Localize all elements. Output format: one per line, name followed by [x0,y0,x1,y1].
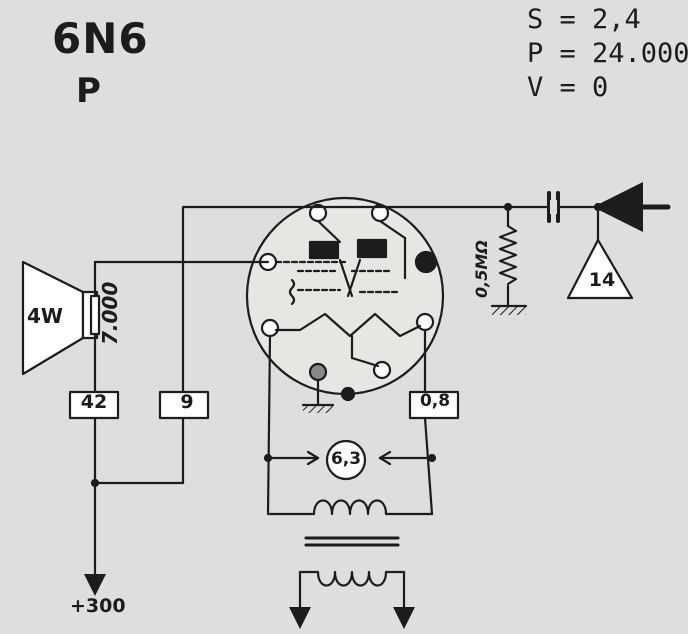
bias-box [408,390,460,420]
input-level-label: 14 [588,269,616,291]
grid-resistor-label: 0,5MΩ [472,240,491,298]
anode-wiring [181,205,670,485]
anode-current-box [68,390,120,420]
param-transconductance: S = 2,4 [527,4,641,35]
anode-plates [308,219,407,280]
tube-envelope [245,196,445,396]
coupling-capacitor [547,191,560,223]
tube-type-title: 6N6 [52,14,149,63]
heater-transformer [266,439,434,629]
cathodes [274,312,422,368]
anode-current-label: 42 [80,391,108,413]
capacitor-gap [550,200,557,214]
param-grid-bias: V = 0 [527,72,609,103]
bias-label: 0,8 [419,391,451,411]
input-source [566,182,671,300]
key-pin [414,250,438,274]
base-key [340,386,356,402]
heater-voltage-label: 6,3 [330,449,362,469]
param-load-resistance: P = 24.000 [527,38,688,69]
supply-voltage-label: +300 [70,595,126,617]
speaker-power-label: 4W [27,304,63,328]
screen-current-label: 9 [180,391,194,413]
grid-resistor [490,205,528,315]
speaker [21,260,270,596]
cathode-wiring [266,328,434,516]
control-grids [288,258,400,306]
junctions [90,202,513,488]
screen-current-box [158,390,210,420]
speaker-impedance-label: 7.000 [98,281,122,345]
tube-class-label: P [76,71,101,111]
screen-grids [274,260,394,273]
